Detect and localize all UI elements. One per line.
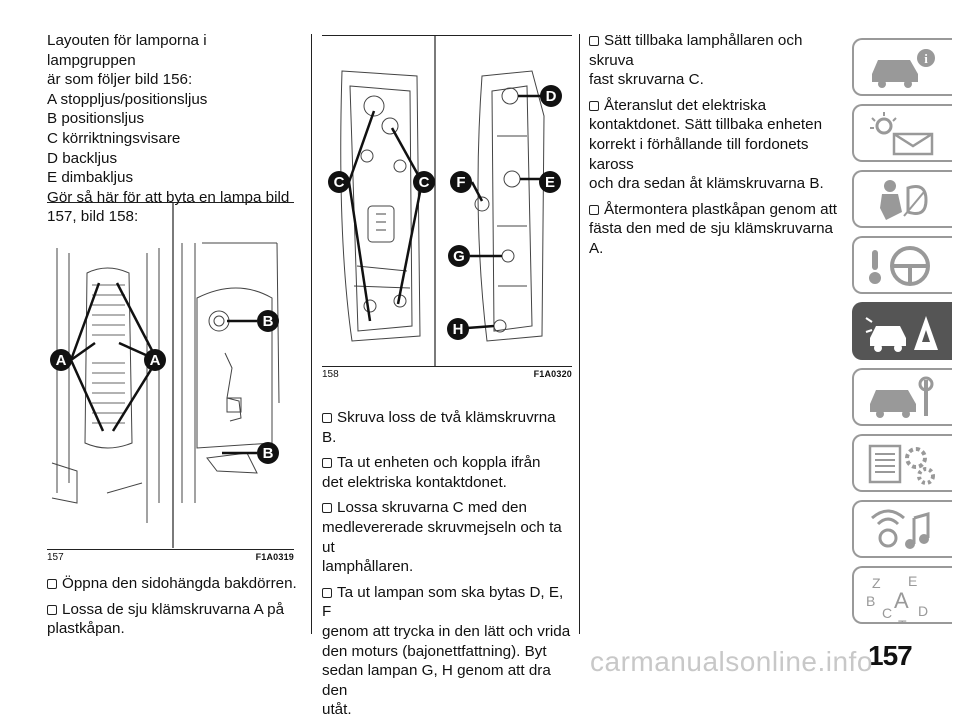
bullet-item: Ta ut lampan som ska bytas D, E, F bbox=[322, 583, 564, 621]
figure-158: C C D E F G H bbox=[322, 36, 572, 366]
callout-a-left: A bbox=[56, 352, 67, 369]
callout-e: E bbox=[545, 174, 555, 191]
figure-158-bottom-rule bbox=[322, 366, 572, 367]
figure-code: F1A0319 bbox=[255, 552, 294, 562]
svg-text:T: T bbox=[898, 617, 907, 624]
figure-157: A A B B bbox=[47, 203, 294, 548]
multimedia-icon bbox=[871, 509, 930, 549]
figure-157-caption: 157 F1A0319 bbox=[47, 552, 294, 563]
tab-emergency[interactable] bbox=[852, 302, 952, 360]
bullet-box-icon bbox=[322, 413, 332, 423]
text-line: det elektriska kontaktdonet. bbox=[322, 473, 507, 491]
svg-text:B: B bbox=[866, 593, 875, 609]
index-icon: Z E B A C D T bbox=[866, 574, 928, 624]
steering-wheel-icon bbox=[869, 246, 930, 286]
column-3-bullets: Sätt tillbaka lamphållaren och skruva fa… bbox=[589, 31, 844, 259]
text-line: lamphållaren. bbox=[322, 558, 414, 576]
text-line: korrekt i förhållande till fordonets kar… bbox=[589, 135, 809, 173]
callout-b-top: B bbox=[263, 313, 274, 330]
figure-158-top-rule bbox=[322, 35, 572, 36]
text-line: Gör så här för att byta en lampa bild bbox=[47, 188, 290, 206]
figure-157-drawing: A A B B bbox=[50, 203, 280, 548]
technical-data-icon bbox=[868, 444, 935, 485]
figure-157-bottom-rule bbox=[47, 549, 294, 550]
column-2-bullets: Skruva loss de två klämskruvrna B. Ta ut… bbox=[322, 408, 574, 720]
tab-starting-driving[interactable] bbox=[852, 236, 952, 294]
text-line: medlevererade skruvmejseln och ta ut bbox=[322, 518, 562, 556]
figure-158-caption: 158 F1A0320 bbox=[322, 369, 572, 380]
callout-b-bottom: B bbox=[263, 445, 274, 462]
text-line: genom att trycka in den lätt och vrida bbox=[322, 622, 571, 640]
bullet-box-icon bbox=[47, 604, 57, 615]
bullet-item: Skruva loss de två klämskruvrna B. bbox=[322, 409, 556, 446]
svg-text:D: D bbox=[918, 603, 928, 619]
maintenance-icon bbox=[870, 376, 934, 418]
svg-text:i: i bbox=[924, 51, 928, 66]
tab-multimedia[interactable] bbox=[852, 500, 952, 558]
callout-c-left: C bbox=[334, 174, 345, 191]
column-1-bullets: Öppna den sidohängda bakdörren. Lossa de… bbox=[47, 574, 297, 639]
column-1-text: Layouten för lamporna i lampgruppen är s… bbox=[47, 31, 297, 227]
watermark: carmanualsonline.info bbox=[590, 646, 873, 677]
bullet-box-icon bbox=[47, 579, 57, 589]
text-line: sedan lampan G, H genom att dra den bbox=[322, 662, 551, 699]
tab-car-info[interactable]: i bbox=[852, 38, 952, 96]
figure-code: F1A0320 bbox=[533, 369, 572, 379]
bullet-item: Ta ut enheten och koppla ifrån bbox=[322, 453, 574, 473]
bullet-box-icon bbox=[589, 100, 599, 111]
text-line: kontaktdonet. Sätt tillbaka enheten bbox=[589, 116, 823, 134]
callout-d: D bbox=[546, 88, 557, 105]
figure-157-top-rule bbox=[47, 202, 294, 203]
callout-h: H bbox=[453, 321, 464, 338]
text-line: fast skruvarna C. bbox=[589, 71, 704, 89]
bullet-item: Öppna den sidohängda bakdörren. bbox=[47, 574, 297, 594]
emergency-icon bbox=[865, 316, 938, 352]
bullet-box-icon bbox=[322, 587, 332, 598]
text-line: och dra sedan åt klämskruvarna B. bbox=[589, 175, 824, 193]
column-divider bbox=[579, 34, 580, 634]
callout-c-right: C bbox=[419, 174, 430, 191]
bullet-item: Återmontera plastkåpan genom att bbox=[589, 200, 844, 220]
callout-a-right: A bbox=[150, 352, 161, 369]
bullet-item: Återanslut det elektriska bbox=[589, 96, 844, 116]
text-line: är som följer bild 156: bbox=[47, 71, 193, 89]
figure-number: 157 bbox=[47, 552, 64, 563]
bullet-item: Lossa skruvarna C med den bbox=[322, 498, 574, 518]
figure-158-drawing: C C D E F G H bbox=[328, 36, 562, 366]
text-line: B positionsljus bbox=[47, 110, 145, 128]
tab-safety[interactable] bbox=[852, 170, 952, 228]
callout-f: F bbox=[456, 174, 465, 191]
callout-g: G bbox=[453, 248, 465, 265]
bullet-box-icon bbox=[322, 458, 332, 469]
column-divider bbox=[311, 34, 312, 634]
figure-number: 158 bbox=[322, 369, 339, 380]
text-line: C körriktningsvisare bbox=[47, 129, 181, 147]
text-line: D backljus bbox=[47, 149, 118, 167]
tab-maintenance[interactable] bbox=[852, 368, 952, 426]
text-line: utåt. bbox=[322, 701, 352, 719]
text-line: den moturs (bajonettfattning). Byt bbox=[322, 642, 547, 660]
text-line: A stoppljus/positionsljus bbox=[47, 90, 208, 108]
bullet-item: Lossa de sju klämskruvarna A på bbox=[47, 600, 297, 620]
bullet-box-icon bbox=[322, 503, 332, 514]
car-info-icon: i bbox=[872, 49, 935, 88]
text-line: 157, bild 158: bbox=[47, 208, 139, 226]
bullet-box-icon bbox=[589, 36, 599, 46]
tab-technical-data[interactable] bbox=[852, 434, 952, 492]
text-line: fästa den med de sju klämskruvarna A. bbox=[589, 220, 833, 257]
safety-airbag-icon bbox=[880, 180, 928, 220]
text-line: E dimbakljus bbox=[47, 169, 134, 187]
tab-dashboard-lights[interactable] bbox=[852, 104, 952, 162]
page-number: 157 bbox=[868, 640, 913, 671]
bullet-box-icon bbox=[589, 204, 599, 215]
svg-text:C: C bbox=[882, 605, 892, 621]
bullet-item: Sätt tillbaka lamphållaren och skruva bbox=[589, 32, 803, 69]
svg-text:E: E bbox=[908, 574, 917, 589]
text-line: Layouten för lamporna i lampgruppen bbox=[47, 32, 207, 69]
tab-index[interactable]: Z E B A C D T bbox=[852, 566, 952, 624]
svg-text:A: A bbox=[894, 588, 909, 613]
svg-text:Z: Z bbox=[872, 575, 881, 591]
text-line: plastkåpan. bbox=[47, 620, 125, 638]
dashboard-lights-icon bbox=[870, 112, 934, 156]
